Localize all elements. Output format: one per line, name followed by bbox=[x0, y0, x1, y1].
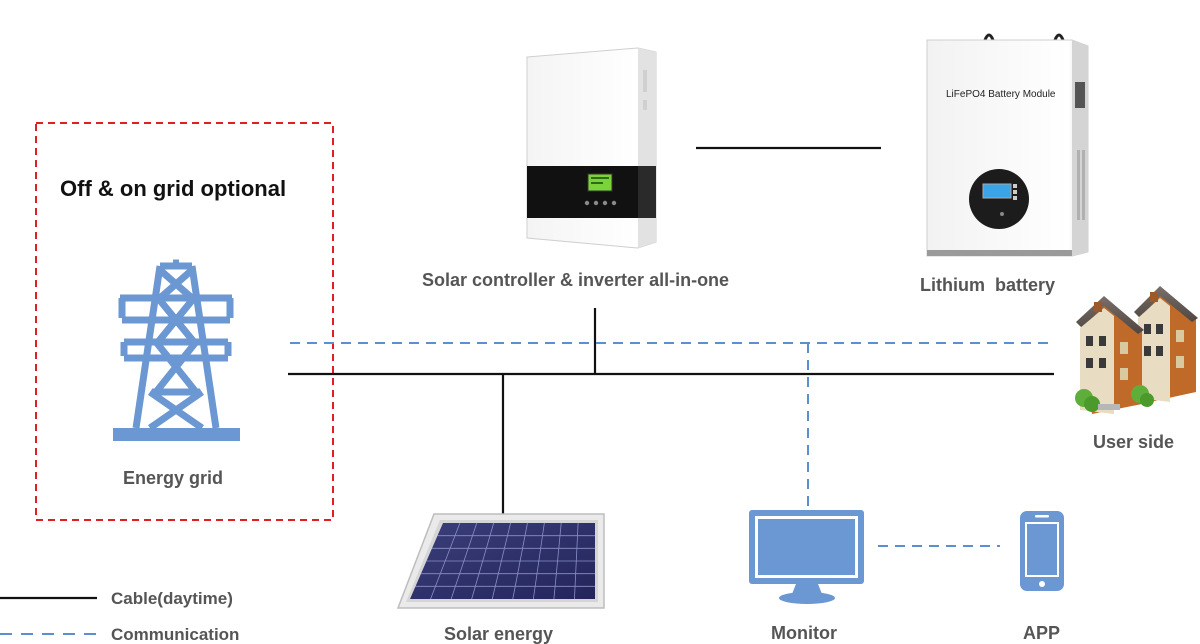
grid-panel-border bbox=[35, 122, 334, 521]
houses-icon bbox=[1075, 286, 1198, 414]
legend-cable-label: Cable(daytime) bbox=[111, 589, 233, 608]
energy-grid-caption: Energy grid bbox=[123, 468, 224, 488]
user-side-caption: User side bbox=[1093, 432, 1175, 452]
legend-communication-label: Communication bbox=[111, 625, 240, 644]
smartphone-icon bbox=[1020, 511, 1064, 591]
battery-module-icon bbox=[926, 33, 1089, 257]
solar-panel-icon bbox=[396, 513, 605, 609]
battery-panel-text: LiFePO4 Battery Module bbox=[946, 89, 1056, 100]
inverter-icon bbox=[526, 47, 657, 249]
solar-caption: Solar energy bbox=[444, 624, 554, 644]
inverter-caption: Solar controller & inverter all-in-one bbox=[422, 270, 730, 290]
app-caption: APP bbox=[1023, 623, 1061, 643]
battery-caption: Lithium battery bbox=[920, 275, 1056, 295]
monitor-icon bbox=[749, 510, 864, 604]
cable-lines bbox=[288, 146, 1054, 520]
grid-panel-title: Off & on grid optional bbox=[60, 176, 287, 201]
monitor-caption: Monitor bbox=[771, 623, 837, 643]
communication-lines bbox=[290, 342, 1054, 547]
transmission-tower-icon bbox=[113, 259, 240, 441]
